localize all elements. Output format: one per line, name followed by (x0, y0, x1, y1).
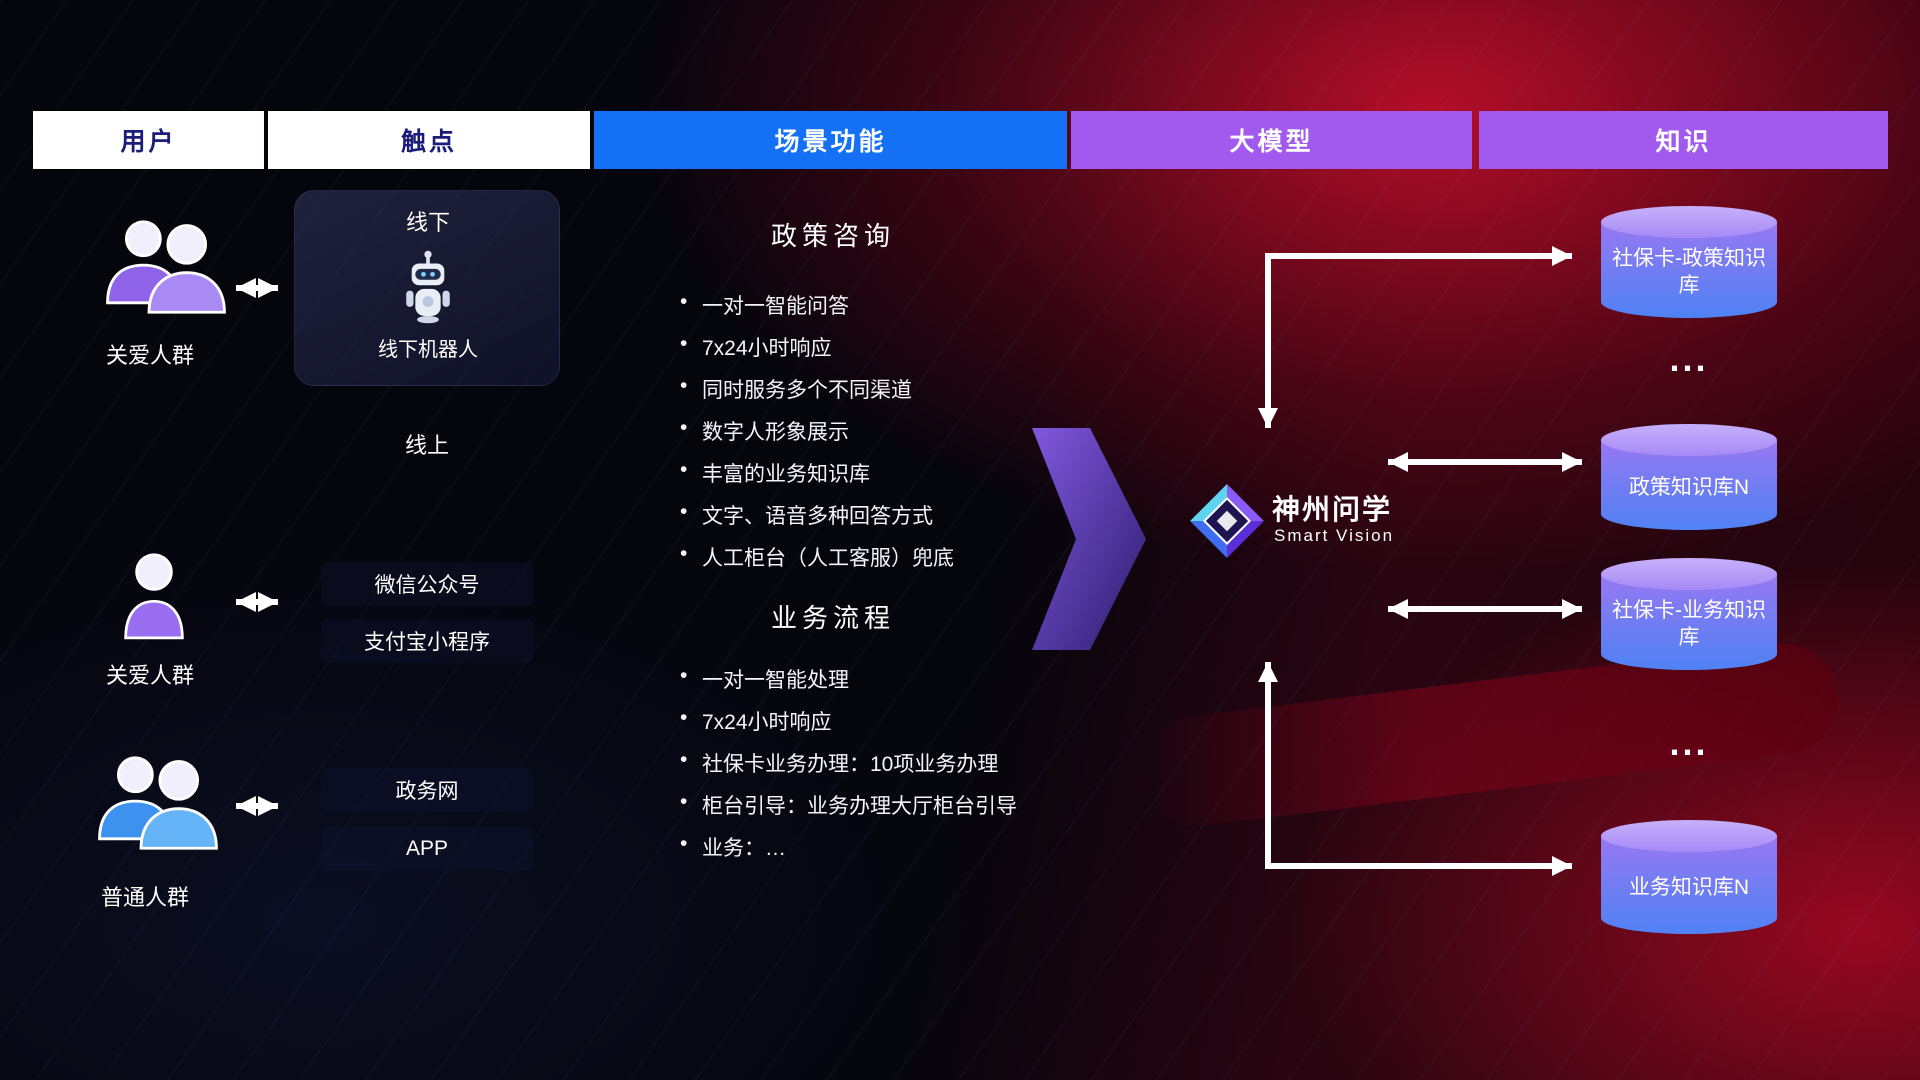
policy-item: 人工柜台（人工客服）兜底 (678, 542, 954, 572)
model-subtitle: Smart Vision (1274, 526, 1395, 545)
cylinder-body (1601, 574, 1777, 670)
robot-icon (406, 250, 450, 324)
policy-item: 7x24小时响应 (678, 332, 954, 362)
knowledge-cylinder-business-shebao: 社保卡-业务知识库 (1601, 558, 1777, 670)
business-item: 一对一智能处理 (678, 664, 1017, 694)
online-title: 线上 (404, 433, 449, 458)
policy-item: 数字人形象展示 (678, 416, 954, 446)
model-name: 神州问学 (1272, 494, 1393, 525)
business-item-list: 一对一智能处理 7x24小时响应 社保卡业务办理：10项业务办理 柜台引导：业务… (678, 664, 1017, 874)
knowledge-cylinder-policy-n: 政策知识库N (1601, 424, 1777, 530)
care-person-icon (124, 553, 184, 640)
business-item: 业务：… (678, 832, 1017, 862)
channel-app: APP (321, 827, 533, 871)
general-group-icon (98, 756, 218, 850)
policy-item: 一对一智能问答 (678, 290, 954, 320)
care-group-icon (106, 220, 226, 314)
cylinder-body (1601, 222, 1777, 318)
business-section-title: 业务流程 (770, 603, 895, 633)
user-group3-label: 普通人群 (100, 885, 189, 910)
cylinder-label: 社保卡-政策知识库 (1612, 247, 1766, 297)
header-scenarios: 场景功能 (594, 111, 1067, 169)
policy-item-list: 一对一智能问答 7x24小时响应 同时服务多个不同渠道 数字人形象展示 丰富的业… (678, 290, 954, 584)
channel-govnet: 政务网 (321, 768, 533, 812)
user-group2-label: 关爱人群 (105, 663, 194, 688)
business-item: 7x24小时响应 (678, 706, 1017, 736)
logo-diamond-icon (1190, 484, 1264, 558)
business-item: 社保卡业务办理：10项业务办理 (678, 748, 1017, 778)
header-users: 用户 (33, 111, 264, 169)
header-knowledge: 知识 (1479, 111, 1888, 169)
ellipsis-top: ... (1669, 338, 1709, 379)
business-item: 柜台引导：业务办理大厅柜台引导 (678, 790, 1017, 820)
header-touchpoints: 触点 (268, 111, 590, 169)
flow-arrow-icon (1032, 428, 1146, 650)
cylinder-label: 政策知识库N (1628, 475, 1750, 499)
cylinder-top (1601, 820, 1777, 852)
cylinder-top (1601, 424, 1777, 456)
offline-title: 线下 (405, 210, 450, 235)
offline-robot-panel: 线下 线下机器人 (294, 190, 560, 386)
cylinder-top (1601, 558, 1777, 590)
policy-item: 文字、语音多种回答方式 (678, 500, 954, 530)
channel-wechat: 微信公众号 (321, 562, 533, 606)
ellipsis-bottom: ... (1669, 722, 1709, 763)
knowledge-cylinder-policy-shebao: 社保卡-政策知识库 (1601, 206, 1777, 318)
cylinder-body (1601, 836, 1777, 934)
policy-item: 丰富的业务知识库 (678, 458, 954, 488)
channel-alipay: 支付宝小程序 (321, 619, 533, 663)
cylinder-top (1601, 206, 1777, 238)
header-model: 大模型 (1071, 111, 1472, 169)
policy-section-title: 政策咨询 (770, 221, 895, 251)
knowledge-cylinder-business-n: 业务知识库N (1601, 820, 1777, 934)
offline-robot-label: 线下机器人 (378, 339, 478, 361)
policy-item: 同时服务多个不同渠道 (678, 374, 954, 404)
cylinder-label: 社保卡-业务知识库 (1612, 599, 1766, 649)
cylinder-label: 业务知识库N (1628, 875, 1750, 899)
user-group1-label: 关爱人群 (105, 343, 194, 368)
